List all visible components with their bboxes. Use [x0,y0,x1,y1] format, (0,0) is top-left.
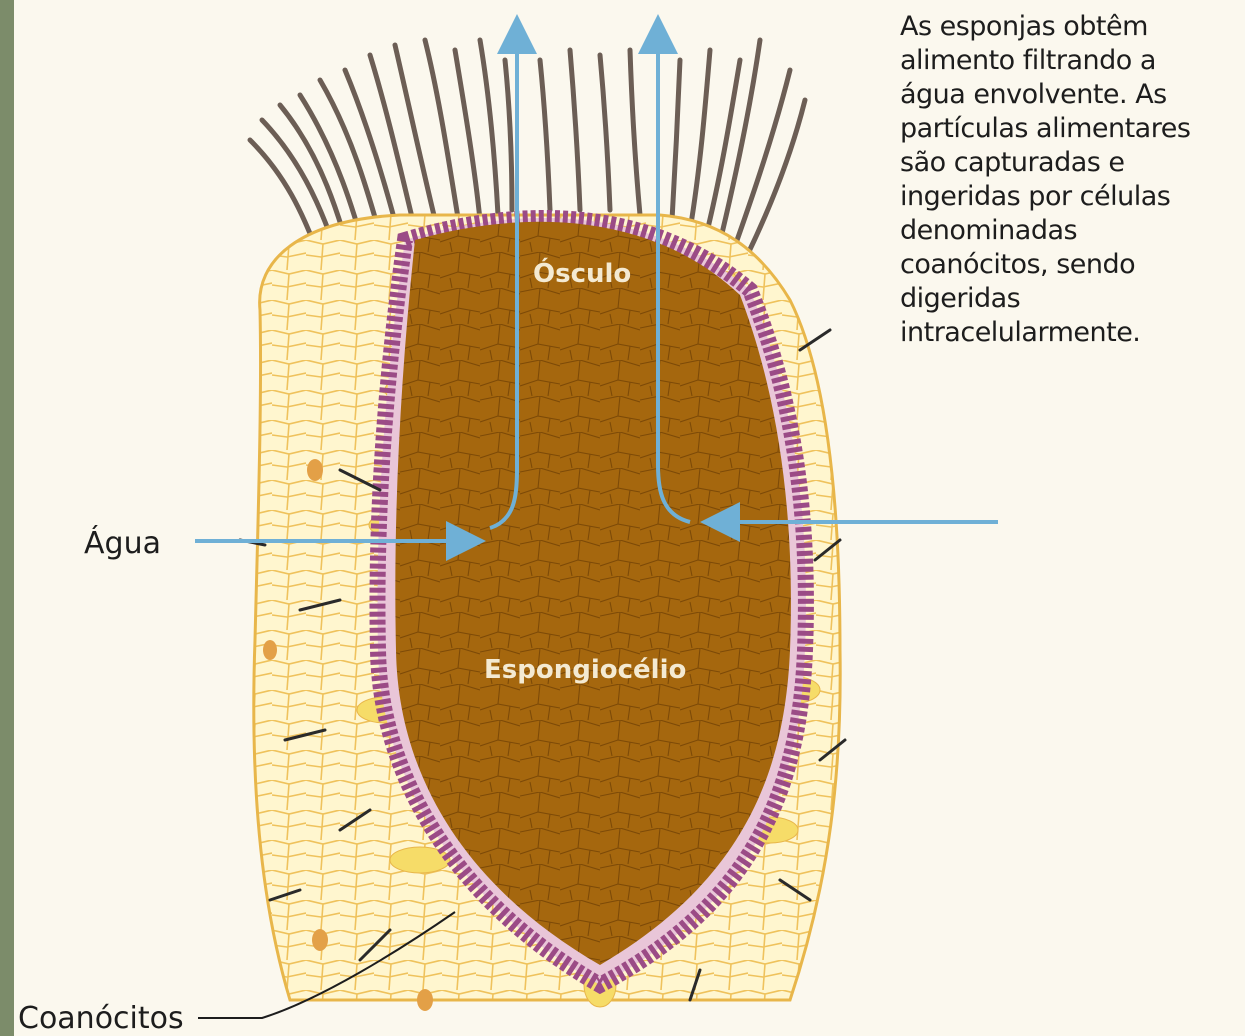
caption-text: As esponjas obtêm alimento filtrando a á… [900,10,1240,350]
label-agua: Água [84,525,161,561]
caption-line: alimento filtrando a [900,44,1240,78]
caption-line: digeridas [900,282,1240,316]
caption-line: partículas alimentares [900,112,1240,146]
background-strip [0,0,14,1036]
label-coanocitos: Coanócitos [18,1001,184,1036]
caption-line: ingeridas por células [900,180,1240,214]
label-osculo: Ósculo [533,257,631,289]
caption-line: denominadas [900,214,1240,248]
caption-line: intracelularmente. [900,316,1240,350]
caption-line: são capturadas e [900,146,1240,180]
caption-line: coanócitos, sendo [900,248,1240,282]
caption-line: As esponjas obtêm [900,10,1240,44]
label-espongiocelio: Espongiocélio [484,655,686,685]
caption-line: água envolvente. As [900,78,1240,112]
